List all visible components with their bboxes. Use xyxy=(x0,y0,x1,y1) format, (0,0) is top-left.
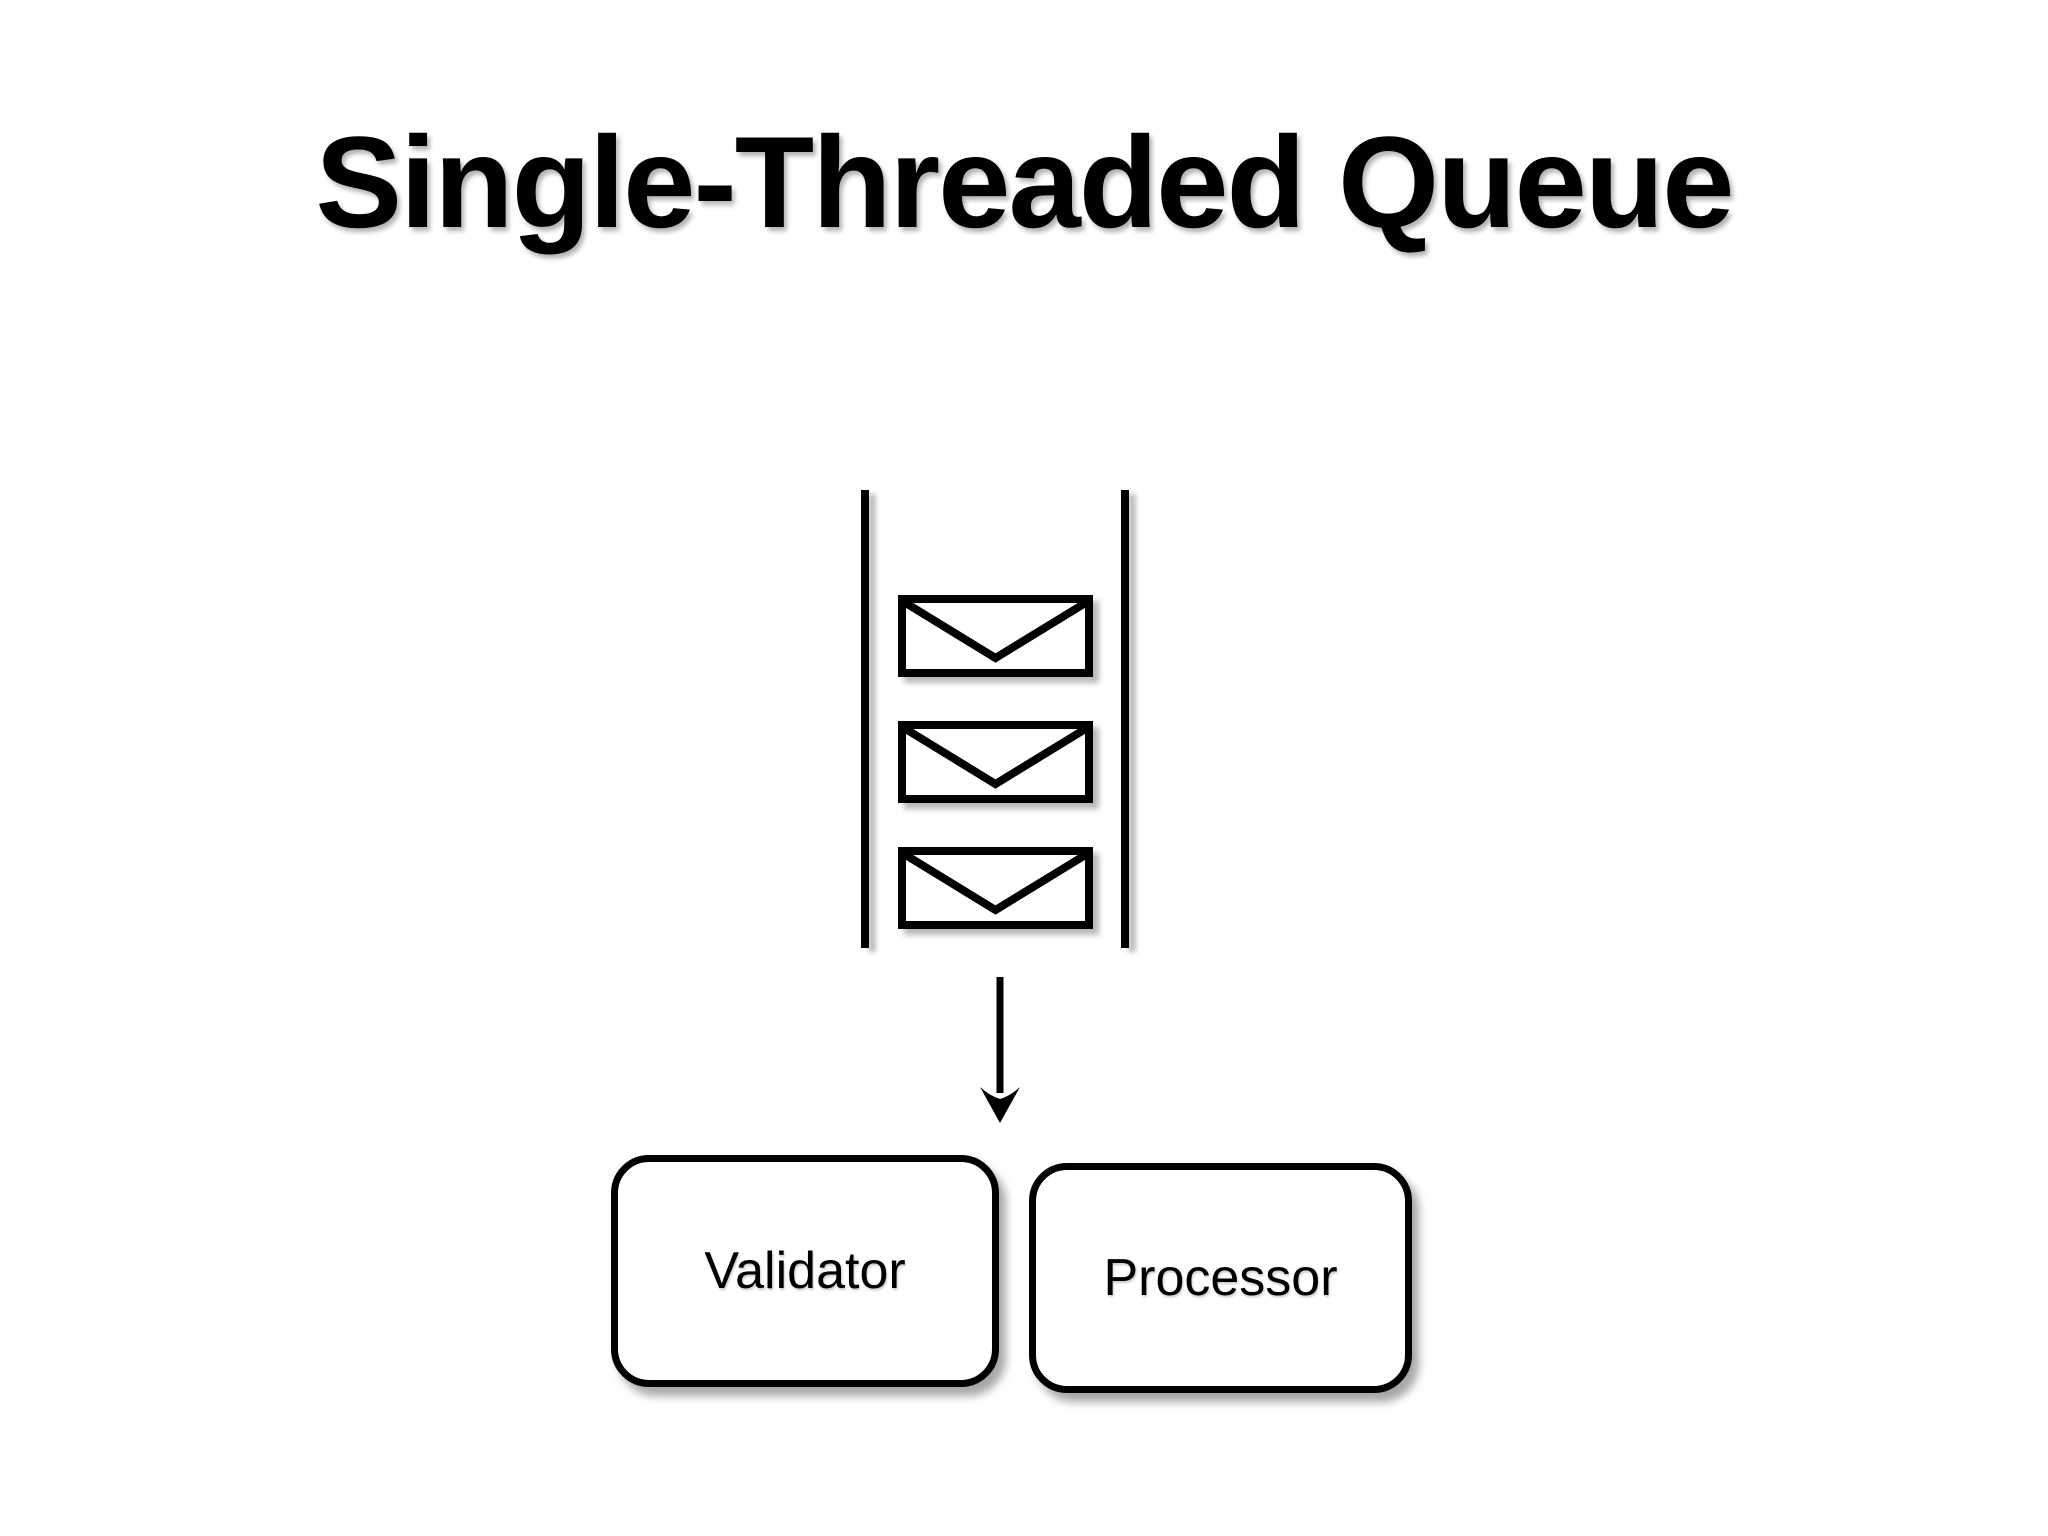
queue-left-wall xyxy=(861,490,869,948)
slide-title: Single-Threaded Queue xyxy=(315,109,1734,255)
message-queue xyxy=(861,490,1129,948)
envelope-icon xyxy=(897,595,1093,677)
validator-label: Validator xyxy=(704,1242,906,1300)
envelope-icon xyxy=(897,721,1093,803)
envelope-icon xyxy=(897,847,1093,929)
queue-right-wall xyxy=(1121,490,1129,948)
validator-node: Validator xyxy=(611,1155,999,1387)
queue-items xyxy=(861,595,1129,929)
down-arrow-icon xyxy=(980,977,1020,1123)
processor-node: Processor xyxy=(1029,1163,1412,1393)
processor-label: Processor xyxy=(1103,1249,1338,1307)
